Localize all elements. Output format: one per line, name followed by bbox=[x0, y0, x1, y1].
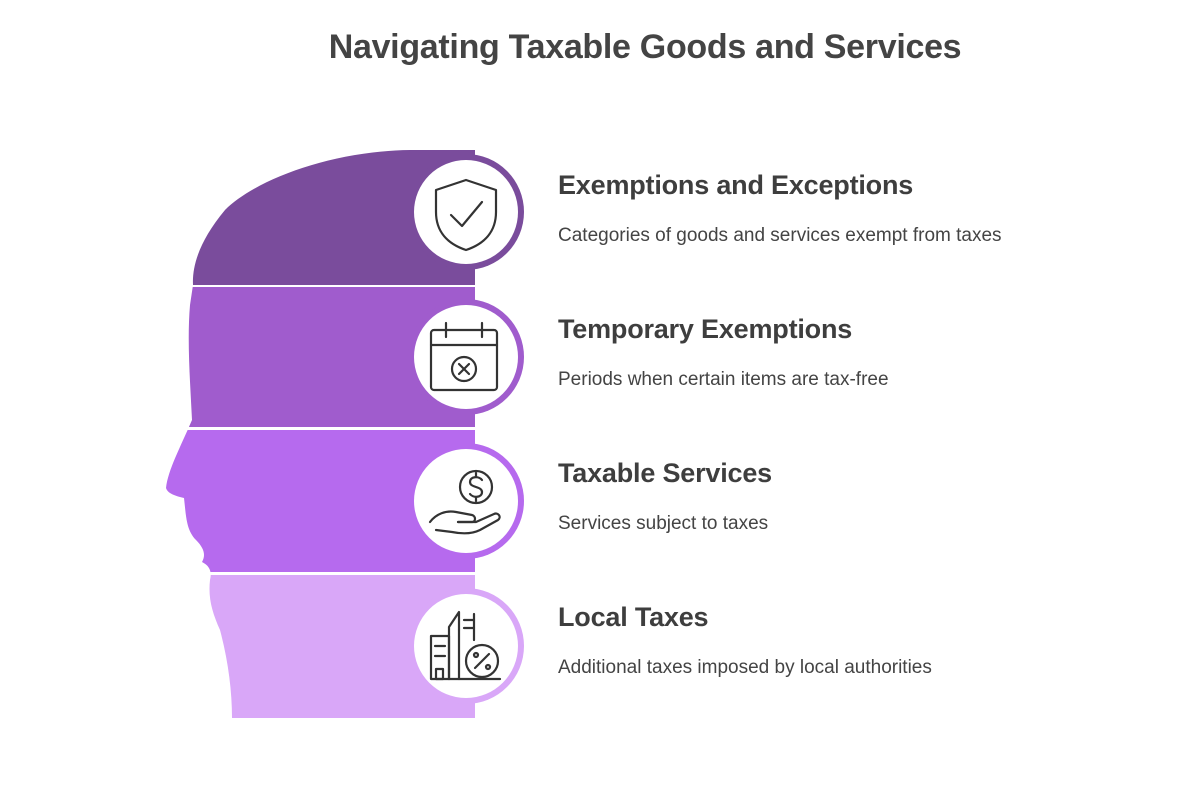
icon-circle-4 bbox=[408, 588, 524, 704]
shield-check-icon bbox=[434, 178, 498, 252]
item-temporary-exemptions: Temporary Exemptions Periods when certai… bbox=[558, 314, 1178, 391]
item-description: Categories of goods and services exempt … bbox=[558, 225, 1002, 246]
item-title: Temporary Exemptions bbox=[558, 314, 853, 344]
item-description: Services subject to taxes bbox=[558, 513, 769, 534]
icon-circle-1 bbox=[408, 154, 524, 270]
item-title: Local Taxes bbox=[558, 602, 709, 632]
item-local-taxes: Local Taxes Additional taxes imposed by … bbox=[558, 602, 1178, 679]
item-title: Taxable Services bbox=[558, 458, 772, 488]
hand-dollar-icon bbox=[428, 469, 501, 535]
calendar-x-icon bbox=[429, 321, 499, 392]
item-description: Periods when certain items are tax-free bbox=[558, 369, 889, 390]
item-description: Additional taxes imposed by local author… bbox=[558, 657, 932, 678]
buildings-percent-icon bbox=[429, 610, 502, 681]
item-title: Exemptions and Exceptions bbox=[558, 170, 914, 200]
item-exemptions: Exemptions and Exceptions Categories of … bbox=[558, 170, 1178, 247]
icon-circle-3 bbox=[408, 443, 524, 559]
item-taxable-services: Taxable Services Services subject to tax… bbox=[558, 458, 1178, 535]
page-title: Navigating Taxable Goods and Services bbox=[328, 28, 962, 66]
